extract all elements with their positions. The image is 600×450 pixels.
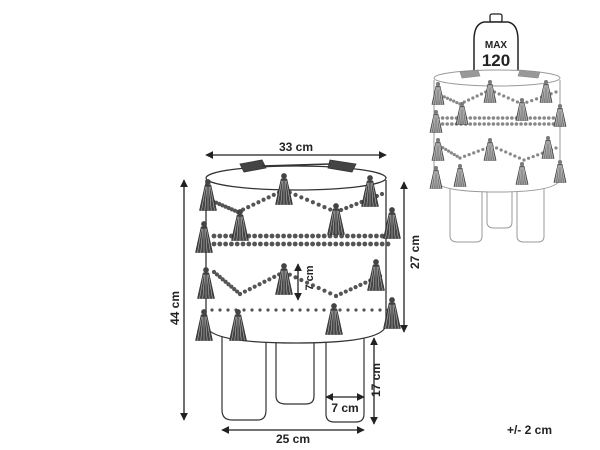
load-tassel-8 (431, 137, 445, 161)
load-tassel-5 (455, 101, 469, 125)
tassel-1 (199, 179, 217, 211)
tassel-6 (327, 203, 345, 235)
tassel-9 (275, 263, 293, 295)
load-tassel-2 (483, 79, 497, 103)
stool-top (205, 165, 387, 191)
leg-height-label: 17 cm (369, 363, 383, 397)
load-tassel-11 (429, 165, 443, 189)
tassel-2 (275, 173, 293, 205)
load-tassels (429, 79, 567, 189)
load-stool-legs (449, 186, 545, 243)
tassel-11 (195, 309, 213, 341)
tassel-8 (197, 267, 215, 299)
tassel-5 (231, 209, 249, 241)
load-tassel-13 (515, 161, 529, 185)
tassel-12 (229, 309, 247, 341)
load-stool: MAX 120 kg (429, 13, 567, 243)
tassel-13 (325, 303, 343, 335)
tassel-10 (367, 259, 385, 291)
tassel-3 (361, 175, 379, 207)
tassel-length-label: 7 cm (304, 265, 316, 290)
main-stool (195, 159, 401, 423)
load-tassel-10 (541, 135, 555, 159)
load-tassel-14 (553, 159, 567, 183)
load-tassel-7 (553, 103, 567, 127)
load-tassel-4 (429, 109, 443, 133)
seat-height-label: 27 cm (408, 235, 422, 269)
max-label: MAX (485, 40, 508, 51)
load-tassel-3 (539, 79, 553, 103)
top-width-label: 33 cm (279, 140, 313, 154)
weight-icon (473, 13, 519, 79)
tassel-4 (195, 221, 213, 253)
top-tassels (239, 159, 357, 173)
tolerance-note: +/- 2 cm (507, 423, 552, 437)
load-stool-top (433, 69, 561, 87)
load-top-tassels (459, 69, 541, 79)
base-width-label: 25 cm (276, 432, 310, 446)
dimension-lines (180, 151, 408, 434)
load-tassel-1 (431, 81, 445, 105)
tassel-7 (383, 207, 401, 239)
stool-body (205, 180, 387, 344)
load-tassel-6 (515, 97, 529, 121)
total-height-label: 44 cm (168, 291, 182, 325)
leg-width-label: 7 cm (331, 401, 358, 415)
tassels (195, 173, 401, 341)
load-tassel-12 (453, 163, 467, 187)
max-value: 120 (482, 51, 510, 70)
load-tassel-9 (483, 137, 497, 161)
